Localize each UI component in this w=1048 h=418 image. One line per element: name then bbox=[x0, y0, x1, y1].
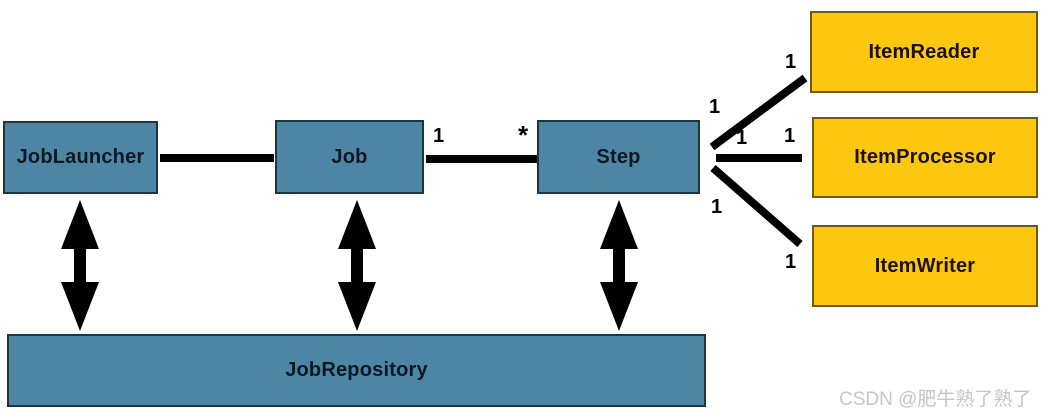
multiplicity-step-reader-from: 1 bbox=[709, 96, 721, 118]
multiplicity-step-many: * bbox=[518, 120, 529, 150]
node-item-reader: ItemReader bbox=[810, 11, 1038, 93]
node-job: Job bbox=[275, 120, 424, 194]
multiplicity-step-processor-from: 1 bbox=[736, 127, 748, 149]
node-item-writer: ItemWriter bbox=[812, 225, 1038, 307]
connector-step-itemwriter bbox=[710, 164, 803, 248]
node-job-launcher: JobLauncher bbox=[3, 121, 158, 194]
arrow-job-jobrepository bbox=[338, 200, 376, 331]
arrow-joblauncher-jobrepository bbox=[61, 200, 99, 331]
multiplicity-step-writer-from: 1 bbox=[711, 196, 723, 218]
connector-step-itemreader bbox=[709, 74, 808, 151]
node-step: Step bbox=[537, 120, 700, 194]
multiplicity-step-writer-to: 1 bbox=[785, 251, 797, 273]
node-job-repository: JobRepository bbox=[7, 334, 706, 407]
multiplicity-step-reader-to: 1 bbox=[785, 51, 797, 73]
csdn-watermark: CSDN @肥牛熟了熟了 bbox=[839, 389, 1032, 410]
arrow-step-jobrepository bbox=[600, 200, 638, 331]
node-item-processor: ItemProcessor bbox=[812, 117, 1038, 198]
multiplicity-job-one: 1 bbox=[433, 125, 445, 147]
multiplicity-step-processor-to: 1 bbox=[784, 125, 796, 147]
